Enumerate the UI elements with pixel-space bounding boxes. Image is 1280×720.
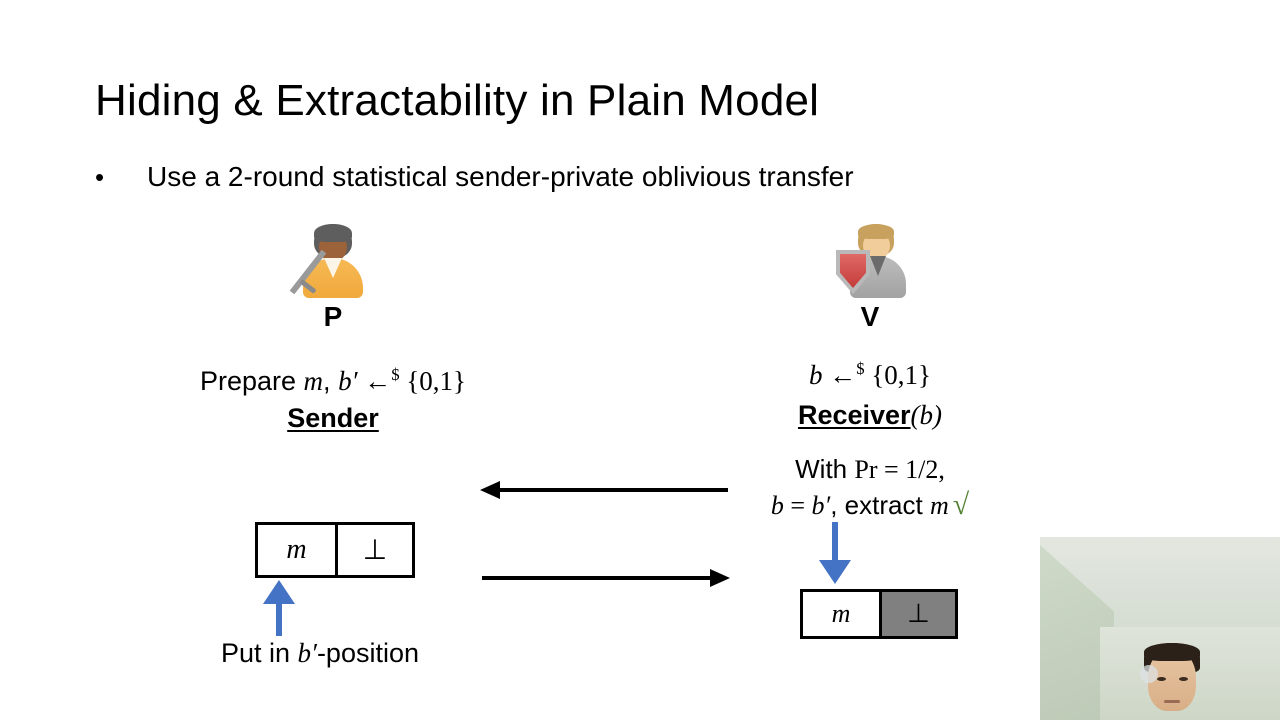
prepare-bprime-var: b′ bbox=[338, 366, 358, 396]
green-check-icon: √ bbox=[952, 488, 970, 521]
presenter-mouth bbox=[1164, 700, 1180, 703]
presenter-glasses-icon bbox=[1140, 665, 1158, 683]
page-title: Hiding & Extractability in Plain Model bbox=[95, 76, 820, 125]
prepare-comma: , bbox=[323, 366, 339, 396]
sample-b-var: b bbox=[808, 360, 823, 390]
sample-dollar-superscript: $ bbox=[856, 359, 865, 378]
bullet-marker-icon: • bbox=[95, 162, 105, 192]
put-in-prefix: Put in bbox=[220, 638, 298, 668]
verifier-label: V bbox=[860, 301, 880, 332]
verifier-to-prover-arrow-icon bbox=[480, 481, 728, 499]
put-in-suffix: -position bbox=[316, 638, 419, 668]
note-bprime-var: b′ bbox=[811, 491, 831, 520]
prepare-dollar-superscript: $ bbox=[391, 365, 400, 384]
sample-arrow: ← bbox=[822, 360, 857, 390]
sender-ot-cell-1: ⊥ bbox=[335, 525, 412, 575]
receiver-ot-cell-0: m bbox=[803, 592, 879, 636]
note-m-var: m bbox=[929, 491, 949, 520]
verifier-role-line: Receiver(b) bbox=[700, 398, 1040, 432]
verifier-sample-line: b ←$ {0,1} bbox=[700, 352, 1040, 392]
receiver-role-argument: (b) bbox=[910, 400, 943, 430]
person-with-shield-avatar-icon bbox=[832, 222, 908, 298]
avatar-fringe bbox=[314, 224, 352, 242]
prover-party-column: P bbox=[213, 222, 453, 332]
note-equals: = bbox=[783, 491, 812, 520]
prover-role-line: Sender bbox=[113, 401, 553, 435]
person-with-sword-avatar-icon bbox=[289, 222, 371, 298]
bullet-list-item: • Use a 2-round statistical sender-priva… bbox=[95, 160, 854, 194]
prepare-message-var: m bbox=[303, 366, 324, 396]
prover-prepare-line: Prepare m, b′ ←$ {0,1} bbox=[113, 358, 553, 398]
extract-into-box-arrow-icon bbox=[819, 522, 851, 584]
prover-to-verifier-arrow-icon bbox=[482, 569, 730, 587]
avatar-fringe bbox=[858, 224, 894, 239]
note-with-prefix: With bbox=[795, 454, 855, 484]
presenter-eye-right bbox=[1179, 677, 1188, 681]
receiver-ot-cell-1: ⊥ bbox=[879, 592, 955, 636]
verifier-party-column: V bbox=[750, 222, 990, 332]
put-in-bprime-var: b′ bbox=[297, 638, 317, 668]
sender-ot-box: m ⊥ bbox=[255, 522, 415, 578]
webcam-presenter-overlay[interactable] bbox=[1040, 537, 1280, 720]
note-pr-symbol: Pr bbox=[854, 455, 878, 484]
put-in-position-caption: Put in b′-position bbox=[140, 638, 500, 669]
note-probability-value: = 1/2, bbox=[877, 455, 945, 484]
put-in-position-arrow-icon bbox=[263, 580, 295, 636]
receiver-role-label: Receiver bbox=[797, 400, 911, 430]
note-b-var: b bbox=[770, 491, 784, 520]
presenter-eye-left bbox=[1157, 677, 1166, 681]
bullet-item-label: Use a 2-round statistical sender-private… bbox=[147, 161, 854, 192]
prepare-sample-arrow: ← bbox=[357, 366, 392, 396]
note-extract-text: , extract bbox=[830, 490, 930, 520]
sample-bit-set: {0,1} bbox=[864, 360, 932, 390]
verifier-extract-note: b = b′, extract m√ bbox=[690, 488, 1050, 523]
prepare-bit-set: {0,1} bbox=[399, 366, 467, 396]
presenter-fringe bbox=[1144, 643, 1200, 661]
sender-role-label: Sender bbox=[287, 403, 379, 433]
receiver-ot-box: m ⊥ bbox=[800, 589, 958, 639]
verifier-probability-note: With Pr = 1/2, bbox=[700, 452, 1040, 487]
sender-ot-cell-0: m bbox=[258, 525, 335, 575]
prover-label: P bbox=[323, 301, 343, 332]
prepare-prefix: Prepare bbox=[199, 366, 304, 396]
